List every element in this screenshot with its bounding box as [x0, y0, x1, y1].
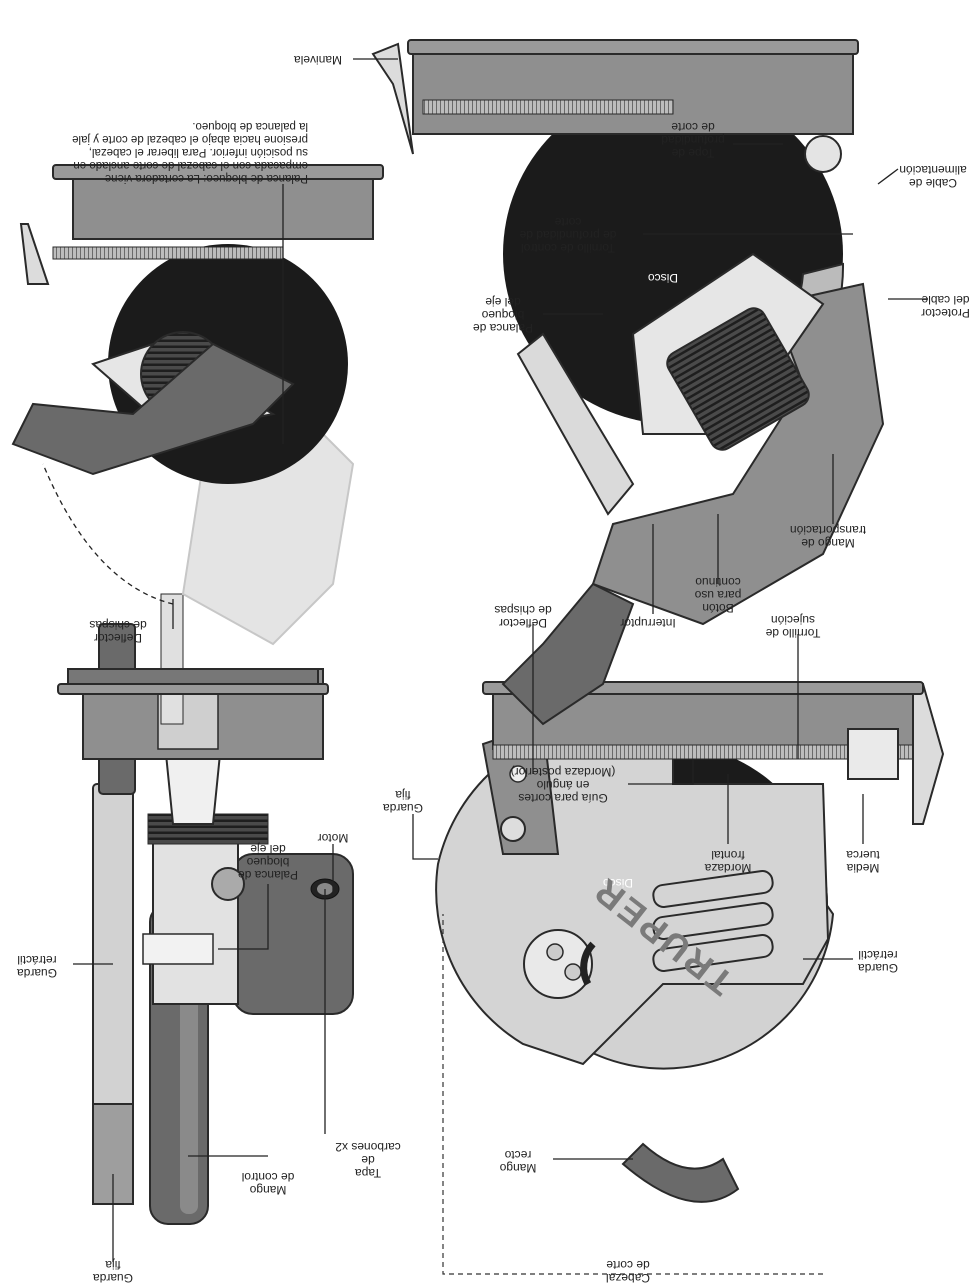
- leader-lines: [73, 58, 928, 1262]
- leader-shaft-lock-side: [218, 884, 269, 950]
- leader-fixed-guard-front: [412, 814, 438, 860]
- shaft-lock-note: Palanca de bloqueo: La cortadora viene e…: [72, 120, 308, 184]
- label-retractable-guard-front: Guarda retráctil: [857, 948, 899, 975]
- half-nut-block: [847, 728, 899, 780]
- transport-crank: [19, 223, 50, 285]
- label-shaft-lock-top: Palanca de bloqueo del eje: [472, 295, 534, 335]
- guard-vent-3: [652, 870, 774, 908]
- label-deflector-left: Deflector de chispas: [89, 618, 147, 645]
- front-view: [435, 681, 945, 1275]
- label-deflector-right: Deflector de chispas: [494, 603, 552, 630]
- deflector-screw: [509, 765, 527, 783]
- label-cutting-head: Cabezal de corte: [605, 1258, 651, 1285]
- leader-angle-guide: [628, 759, 694, 785]
- label-shaft-lock-side: Palanca de bloqueo del eje: [237, 842, 299, 882]
- swing-arc: [42, 463, 174, 605]
- transport-screw: [52, 246, 284, 260]
- label-switch: Interruptor: [620, 616, 676, 630]
- transport-base-plate: [52, 164, 384, 180]
- top-motor-fan: [666, 307, 810, 451]
- label-depth-stop: Tope de profundidad de corte: [661, 120, 725, 160]
- top-base-block: [412, 53, 854, 135]
- transport-handle: [11, 342, 295, 476]
- guard-vent-1: [652, 934, 774, 972]
- pivot-knob: [211, 867, 245, 901]
- guard-vent-2: [652, 902, 774, 940]
- shaft-lock-housing: [142, 933, 214, 965]
- label-transport-handle: Mango de transportación: [789, 523, 867, 550]
- label-cable-protector: Protector del cable: [921, 293, 970, 320]
- label-control-handle: Mango de control: [241, 1170, 295, 1197]
- arbor-bolt-2: [546, 943, 564, 961]
- label-crank: Manivela: [293, 53, 343, 67]
- crank-handle: [912, 683, 945, 825]
- trigger-handle: [501, 582, 635, 726]
- front-pivot: [500, 816, 526, 842]
- label-continuous-button: Botón para uso continuo: [694, 575, 742, 615]
- top-front-guard: [516, 332, 635, 516]
- label-angle-guide: Guía para cortes en ángulo (Mordaza post…: [510, 765, 616, 805]
- transport-base-block: [72, 178, 374, 240]
- arbor-slot: [580, 941, 596, 986]
- label-fixed-guard-front: Guarda fija: [382, 788, 424, 815]
- side-base-plate: [57, 683, 329, 695]
- front-arbor: [523, 929, 593, 999]
- transport-view: [11, 164, 384, 646]
- label-power-cable: Cable de alimentación: [899, 163, 967, 190]
- top-clamp-screw: [422, 99, 674, 115]
- label-retractable-guard-side: Guarda retráctil: [16, 953, 58, 980]
- top-view: [371, 39, 885, 726]
- label-brush-cap: Tapa de carbones x2: [335, 1140, 401, 1180]
- head-dashed-frame: [442, 914, 823, 1275]
- straight-handle-shape: [621, 1142, 740, 1203]
- side-bar: [160, 593, 184, 725]
- label-fixed-guard-side: Guarda fija: [92, 1258, 134, 1285]
- top-base-plate: [407, 39, 859, 55]
- top-pivot: [804, 135, 842, 173]
- label-front-jaw: Mordaza frontal: [704, 848, 752, 875]
- leader-power-cable: [877, 168, 899, 185]
- label-disc-top: Disco: [648, 271, 679, 285]
- label-straight-handle: Mango recto: [499, 1148, 537, 1175]
- label-clamp-screw: Tornillo de sujeción: [765, 613, 821, 640]
- side-view: [57, 593, 354, 1225]
- label-half-nut: Media tuerca: [846, 848, 880, 875]
- label-depth-screw: Tornillo de control de profundidad de co…: [519, 215, 617, 255]
- top-crank: [371, 42, 414, 155]
- arbor-bolt-1: [564, 963, 582, 981]
